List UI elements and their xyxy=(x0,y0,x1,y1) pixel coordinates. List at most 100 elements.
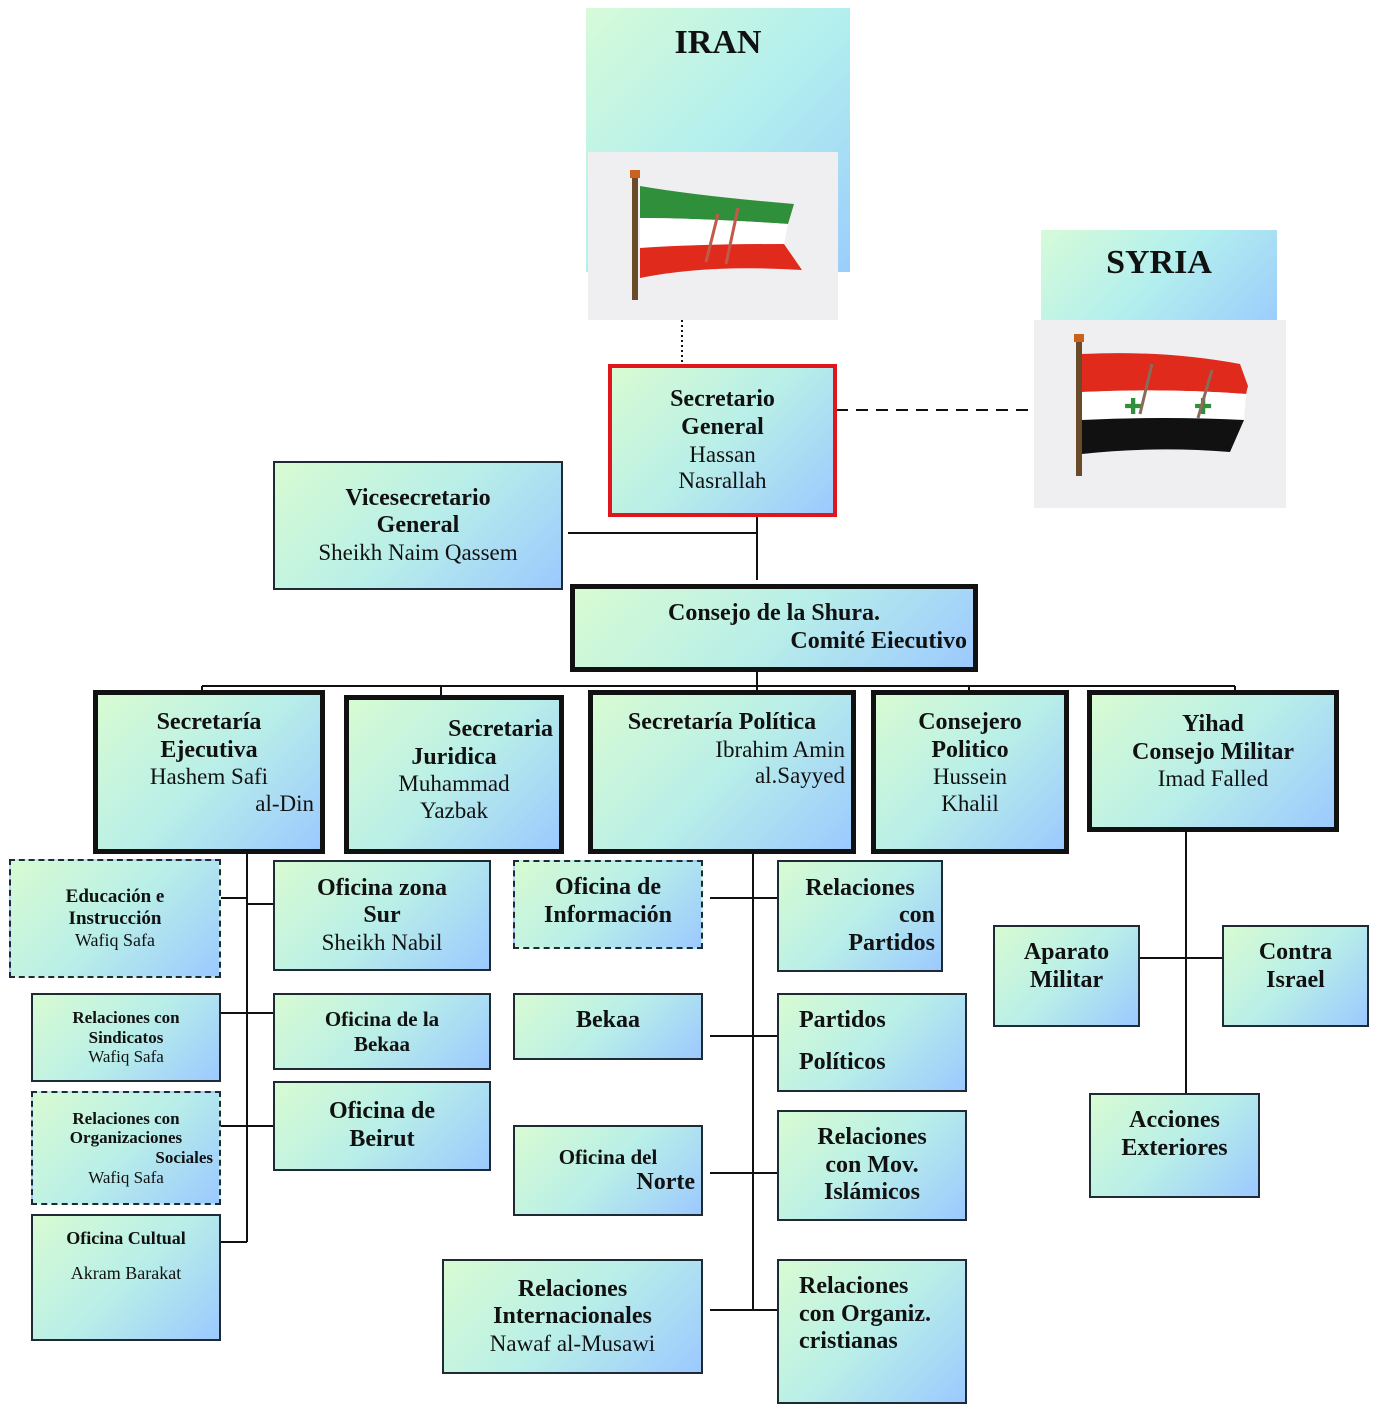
consejero-name-1: Hussein xyxy=(932,764,1008,790)
sur-title-1: Oficina zona xyxy=(317,874,447,901)
syria-header: SYRIA xyxy=(1041,230,1277,320)
sg-title-1: Secretario xyxy=(670,386,775,413)
secretaria-ejecutiva-box[interactable]: Secretaría Ejecutiva Hashem Safi al-Din xyxy=(93,690,325,854)
educacion-name: Wafiq Safa xyxy=(74,930,155,950)
consejero-title-1: Consejero xyxy=(918,709,1022,735)
contra-title-2: Israel xyxy=(1266,966,1325,993)
acciones-title-2: Exteriores xyxy=(1121,1134,1228,1161)
organizaciones-title-3: Sociales xyxy=(155,1148,213,1167)
cultural-title: Oficina Cultual xyxy=(66,1228,186,1248)
consejo-shura-box[interactable]: Consejo de la Shura. Comité Eiecutivo xyxy=(570,584,978,672)
vicesecretario-box[interactable]: Vicesecretario General Sheikh Naim Qasse… xyxy=(273,461,563,590)
relaciones-partidos-box[interactable]: Relaciones con Partidos xyxy=(777,860,943,972)
sg-name-2: Nasrallah xyxy=(678,468,767,494)
oficina-cultural-box[interactable]: Oficina Cultual Akram Barakat xyxy=(31,1214,221,1341)
juridica-name-1: Muhammad xyxy=(398,771,510,797)
consejero-politico-box[interactable]: Consejero Politico Hussein Khalil xyxy=(871,690,1069,854)
relaciones-cristianas-box[interactable]: Relaciones con Organiz. cristianas xyxy=(777,1259,967,1404)
svg-text:✚: ✚ xyxy=(1124,395,1142,420)
sur-name: Sheikh Nabil xyxy=(321,929,443,955)
sg-title-2: General xyxy=(681,414,764,441)
internacionales-title-2: Internacionales xyxy=(493,1303,652,1330)
aparato-title-2: Militar xyxy=(1029,966,1104,993)
syria-flag-icon: ✚ ✚ xyxy=(1074,334,1248,476)
oficina-bekaa-title-2: Bekaa xyxy=(353,1031,410,1056)
educacion-box[interactable]: Educación e Instrucción Wafiq Safa xyxy=(9,859,221,978)
ejecutiva-name-1: Hashem Safi xyxy=(149,764,269,790)
sindicatos-title-1: Relaciones con xyxy=(72,1008,180,1028)
bekaa-title: Bekaa xyxy=(575,1007,640,1033)
vice-name: Sheikh Naim Qassem xyxy=(318,539,518,565)
islamicos-title-2: con Mov. xyxy=(825,1151,919,1178)
contra-title-1: Contra xyxy=(1258,939,1333,965)
norte-title-2: Norte xyxy=(636,1168,695,1195)
norte-title-1: Oficina del xyxy=(558,1144,658,1169)
cristianas-title-3: cristianas xyxy=(799,1328,898,1355)
consejo-line-1: Consejo de la Shura. xyxy=(667,600,881,627)
informacion-title-1: Oficina de xyxy=(555,874,661,900)
ejecutiva-name-2: al-Din xyxy=(255,790,314,816)
ejecutiva-title-2: Ejecutiva xyxy=(160,736,258,763)
vice-title-2: General xyxy=(376,512,460,539)
sindicatos-box[interactable]: Relaciones con Sindicatos Wafiq Safa xyxy=(31,993,221,1082)
islamicos-title-1: Relaciones xyxy=(817,1124,927,1151)
organizaciones-title-2: Organizaciones xyxy=(69,1128,183,1148)
iran-flag-icon xyxy=(630,170,802,300)
yihad-box[interactable]: Yihad Consejo Militar Imad Falled xyxy=(1087,690,1339,832)
oficina-bekaa-box[interactable]: Oficina de la Bekaa xyxy=(273,993,491,1070)
educacion-title-1: Educación e xyxy=(65,886,165,908)
sindicatos-title-2: Sindicatos xyxy=(88,1027,164,1047)
aparato-militar-box[interactable]: Aparato Militar xyxy=(993,925,1140,1027)
acciones-exteriores-box[interactable]: Acciones Exteriores xyxy=(1089,1093,1260,1198)
juridica-title-1: Secretaria xyxy=(448,716,553,742)
contra-israel-box[interactable]: Contra Israel xyxy=(1222,925,1369,1027)
beirut-title-1: Oficina de xyxy=(329,1098,435,1125)
sur-title-2: Sur xyxy=(363,902,401,929)
politica-title: Secretaría Política xyxy=(627,709,817,735)
oficina-beirut-box[interactable]: Oficina de Beirut xyxy=(273,1081,491,1171)
secretaria-juridica-box[interactable]: Secretaria Juridica Muhammad Yazbak xyxy=(344,695,564,854)
bekaa-box[interactable]: Bekaa xyxy=(513,993,703,1060)
oficina-informacion-box[interactable]: Oficina de Información xyxy=(513,860,703,949)
vice-title-1: Vicesecretario xyxy=(345,484,491,511)
iran-flag-panel xyxy=(588,152,838,320)
relaciones-islamicos-box[interactable]: Relaciones con Mov. Islámicos xyxy=(777,1110,967,1221)
consejero-title-2: Politico xyxy=(931,736,1009,763)
internacionales-name: Nawaf al-Musawi xyxy=(489,1330,656,1356)
organizaciones-box[interactable]: Relaciones con Organizaciones Sociales W… xyxy=(31,1091,221,1205)
politicos-title-2: Políticos xyxy=(799,1048,886,1075)
relaciones-internacionales-box[interactable]: Relaciones Internacionales Nawaf al-Musa… xyxy=(442,1259,703,1374)
sg-name-1: Hassan xyxy=(689,441,756,467)
informacion-title-2: Información xyxy=(544,901,672,928)
beirut-title-2: Beirut xyxy=(349,1126,415,1152)
cultural-name: Akram Barakat xyxy=(70,1262,182,1283)
politica-name-1: Ibrahim Amin xyxy=(715,736,845,762)
consejero-name-2: Khalil xyxy=(941,790,999,816)
secretario-general-box[interactable]: Secretario General Hassan Nasrallah xyxy=(608,364,837,517)
organizaciones-name: Wafiq Safa xyxy=(88,1167,164,1187)
sindicatos-name: Wafiq Safa xyxy=(88,1047,164,1067)
yihad-title-2: Consejo Militar xyxy=(1132,738,1294,765)
oficina-sur-box[interactable]: Oficina zona Sur Sheikh Nabil xyxy=(273,860,491,971)
internacionales-title-1: Relaciones xyxy=(517,1275,628,1302)
juridica-name-2: Yazbak xyxy=(420,797,488,823)
consejo-line-2: Comité Eiecutivo xyxy=(790,628,967,654)
yihad-title-1: Yihad xyxy=(1182,711,1244,737)
syria-flag-panel: ✚ ✚ xyxy=(1034,320,1286,508)
politica-name-2: al.Sayyed xyxy=(754,763,845,789)
islamicos-title-3: Islámicos xyxy=(824,1179,920,1206)
educacion-title-2: Instrucción xyxy=(68,908,162,930)
ejecutiva-title-1: Secretaría xyxy=(156,709,262,735)
syria-label: SYRIA xyxy=(1106,244,1212,281)
organizaciones-title-1: Relaciones con xyxy=(72,1108,180,1128)
cristianas-title-2: con Organiz. xyxy=(799,1300,931,1327)
partidos-politicos-box[interactable]: Partidos Políticos xyxy=(777,993,967,1092)
cristianas-title-1: Relaciones xyxy=(799,1273,909,1299)
iran-label: IRAN xyxy=(674,24,762,61)
partidos-title-3: Partidos xyxy=(848,929,935,956)
partidos-title-2: con xyxy=(899,902,935,929)
partidos-title-1: Relaciones xyxy=(805,874,915,901)
secretaria-politica-box[interactable]: Secretaría Política Ibrahim Amin al.Sayy… xyxy=(588,690,856,854)
oficina-norte-box[interactable]: Oficina del Norte xyxy=(513,1125,703,1216)
acciones-title-1: Acciones xyxy=(1129,1107,1220,1133)
